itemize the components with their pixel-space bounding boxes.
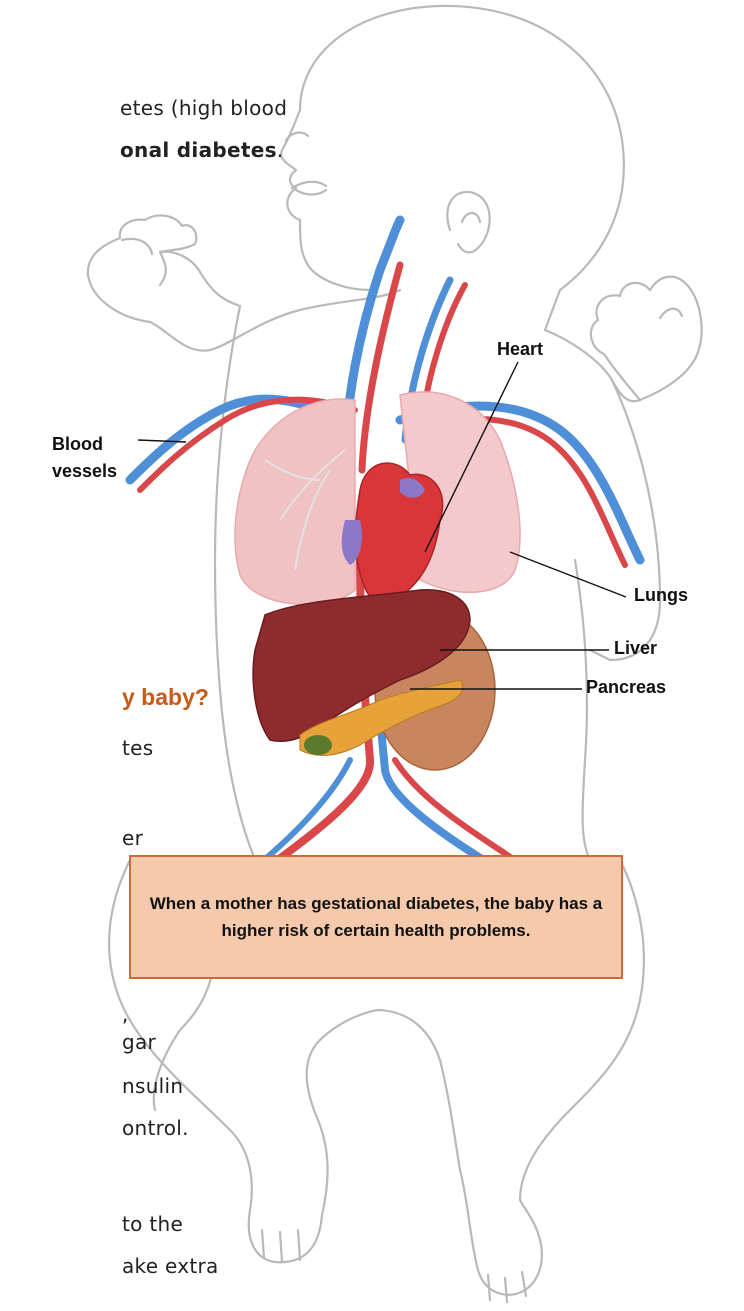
body-text-line-9: to the <box>122 1212 183 1236</box>
body-text-line-2: onal diabetes. <box>120 138 283 162</box>
label-pancreas: Pancreas <box>586 677 666 698</box>
label-blood-vessels-line-2: vessels <box>52 458 117 485</box>
callout-box: When a mother has gestational diabetes, … <box>129 855 623 979</box>
gestational-diabetes-term: onal diabetes <box>120 138 277 162</box>
body-text-line-4: er <box>122 826 143 850</box>
body-text-line-1: etes (high blood <box>120 96 287 120</box>
section-heading: y baby? <box>122 684 209 711</box>
body-text-line-6: gar <box>122 1030 156 1054</box>
label-blood-vessels: Blood vessels <box>52 431 117 485</box>
label-lungs: Lungs <box>634 585 688 606</box>
body-text-line-10: ake extra <box>122 1254 219 1278</box>
label-heart: Heart <box>497 339 543 360</box>
gallbladder <box>304 735 332 755</box>
label-liver: Liver <box>614 638 657 659</box>
line-2-end: . <box>277 138 284 162</box>
left-lung <box>235 399 355 604</box>
body-text-line-3: tes <box>122 736 153 760</box>
body-text-line-7: nsulin <box>122 1074 183 1098</box>
label-blood-vessels-line-1: Blood <box>52 431 117 458</box>
body-text-line-5: , <box>122 1002 129 1026</box>
body-text-line-8: ontrol. <box>122 1116 189 1140</box>
callout-text: When a mother has gestational diabetes, … <box>149 890 603 944</box>
